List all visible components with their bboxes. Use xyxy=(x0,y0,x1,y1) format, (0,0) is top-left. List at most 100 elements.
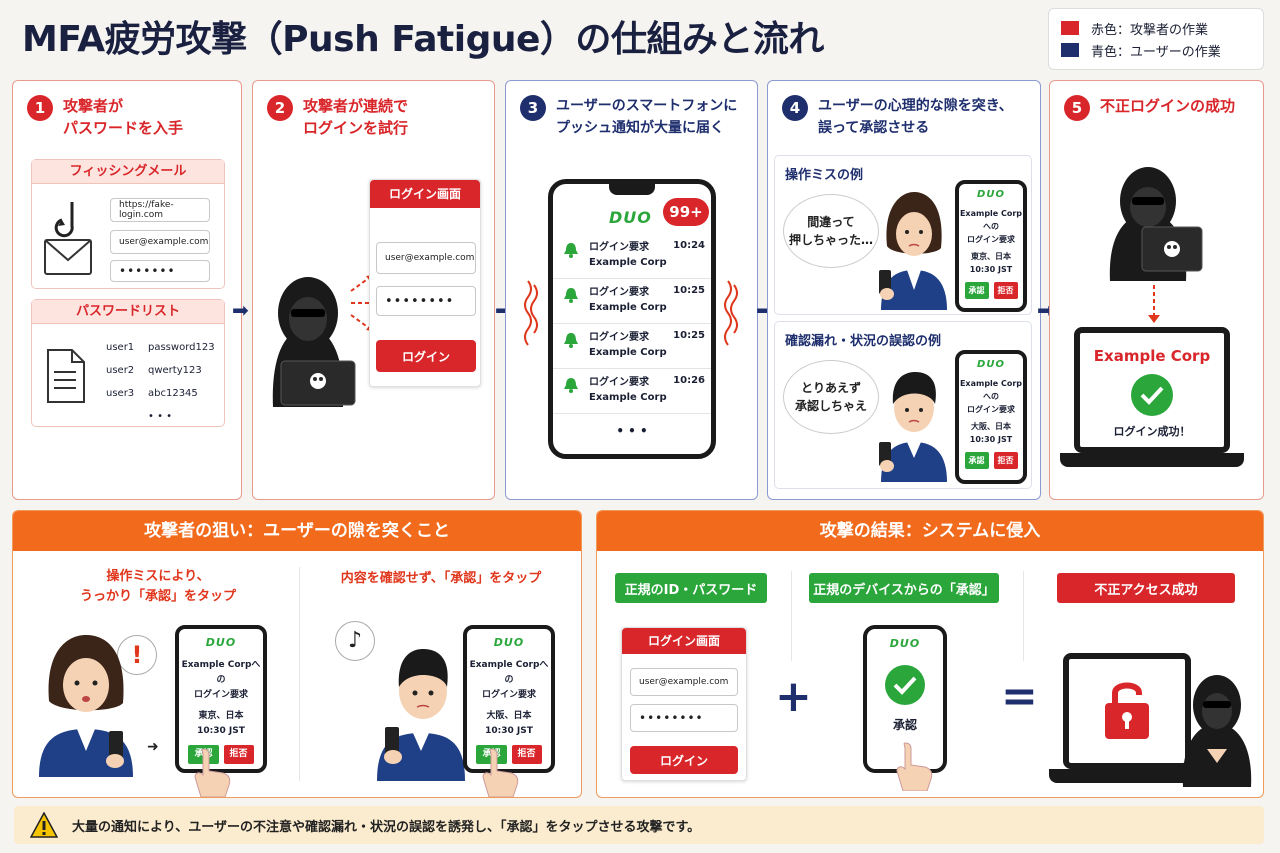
bell-icon xyxy=(564,243,578,258)
legend-item-attacker: 赤色：攻撃者の作業 xyxy=(1061,17,1251,39)
aim-left-caption: 操作ミスにより、 うっかり「承認」をタップ xyxy=(79,569,236,604)
step-title: ユーザーのスマートフォンに プッシュ通知が大量に届く xyxy=(556,98,738,136)
notification-company: Example Corp xyxy=(589,302,667,313)
step-4-panel: 4 ユーザーの心理的な隙を突き、 誤って承認させる 操作ミスの例 間違って 押し… xyxy=(767,80,1041,500)
login-location: 大阪、日本 xyxy=(486,711,532,721)
login-request-text: Example Corpへの ログイン要求 xyxy=(959,379,1023,414)
man-user-icon xyxy=(377,649,465,781)
vibration-left-icon xyxy=(524,280,538,346)
aim-right-caption: 内容を確認せず、「承認」をタップ xyxy=(340,571,542,586)
legend-label: 青色：ユーザーの作業 xyxy=(1091,44,1221,60)
woman-user-icon xyxy=(39,635,133,777)
step-number: 3 xyxy=(520,95,546,121)
step-number: 5 xyxy=(1064,95,1090,121)
login-email-field: user@example.com xyxy=(630,668,738,696)
duo-logo: DUO xyxy=(205,636,237,649)
login-request-text: Example Corpへの ログイン要求 xyxy=(181,660,261,700)
notification-time: 10:24 xyxy=(673,240,705,251)
example-box-oversight: 確認漏れ・状況の誤認の例 とりあえず 承認しちゃえ DUO Example Co… xyxy=(774,321,1032,489)
flow-arrow-icon: ➡ xyxy=(232,298,249,322)
notification-more: • • • xyxy=(616,424,648,438)
music-note-icon: ♪ xyxy=(335,621,375,661)
divider xyxy=(299,567,300,781)
notification-time: 10:26 xyxy=(673,375,705,386)
deny-button[interactable]: 拒否 xyxy=(511,745,542,764)
login-location: 東京、日本 xyxy=(971,252,1011,261)
success-company: Example Corp xyxy=(1093,347,1211,365)
laptop-screen: Example Corp ログイン成功！ xyxy=(1074,327,1230,453)
duo-logo: DUO xyxy=(493,636,525,649)
login-password-field: •••••••• xyxy=(376,286,476,316)
thought-bubble: とりあえず 承認しちゃえ xyxy=(783,360,879,434)
step-title: 攻撃者が パスワードを入手 xyxy=(63,97,184,137)
notification-company: Example Corp xyxy=(589,347,667,358)
step-title: 不正ログインの成功 xyxy=(1100,97,1236,115)
phishing-email-field: user@example.com xyxy=(110,230,210,254)
step-number: 1 xyxy=(27,95,53,121)
deny-button[interactable]: 拒否 xyxy=(993,282,1018,299)
deny-button[interactable]: 拒否 xyxy=(993,452,1018,469)
phishing-title: フィッシングメール xyxy=(32,160,224,184)
hacker-with-laptop-icon xyxy=(1109,167,1203,281)
legend: 赤色：攻撃者の作業 青色：ユーザーの作業 xyxy=(1048,8,1264,70)
bell-icon xyxy=(564,288,578,303)
step-5-panel: 5 不正ログインの成功 Example Corp ログイン成功！ xyxy=(1049,80,1264,500)
notification-title: ログイン要求 xyxy=(589,242,649,253)
deny-button[interactable]: 拒否 xyxy=(223,745,254,764)
divider xyxy=(791,571,792,661)
example-title: 操作ミスの例 xyxy=(785,168,864,183)
approve-button[interactable]: 承認 xyxy=(964,282,989,299)
duo-logo: DUO xyxy=(977,359,1005,370)
phishing-url-field: https://fake-login.com xyxy=(110,198,210,222)
login-time: 10:30 JST xyxy=(969,265,1013,274)
hacker-with-laptop-icon xyxy=(272,277,356,407)
login-screen: ログイン画面 user@example.com •••••••• ログイン xyxy=(369,179,481,387)
password-list-title: パスワードリスト xyxy=(32,300,224,324)
hacker-icon xyxy=(1182,675,1252,787)
laptop-base xyxy=(1049,769,1205,783)
footer-text: 大量の通知により、ユーザーの不注意や確認漏れ・状況の誤認を誘発し、「承認」をタッ… xyxy=(72,819,701,835)
password-row-user: user2 xyxy=(106,365,135,376)
login-location: 大阪、日本 xyxy=(971,422,1011,431)
mini-phone: DUO Example Corpへの ログイン要求 大阪、日本 10:30 JS… xyxy=(955,350,1027,484)
step-number: 4 xyxy=(782,95,808,121)
unlocked-padlock-icon xyxy=(1105,682,1149,739)
password-row: user1 password123 xyxy=(106,336,215,359)
login-location: 東京、日本 xyxy=(198,711,244,721)
approve-label: 承認 xyxy=(892,718,917,732)
bell-icon xyxy=(564,333,578,348)
man-user-icon xyxy=(879,372,947,482)
password-row-user: user3 xyxy=(106,388,135,399)
exclamation-icon: ! xyxy=(117,635,157,675)
mini-phone: DUO Example Corpへの ログイン要求 東京、日本 10:30 JS… xyxy=(175,625,267,773)
duo-logo: DUO xyxy=(609,208,652,227)
legend-swatch-blue xyxy=(1061,43,1079,57)
aim-panel: 攻撃者の狙い：ユーザーの隙を突くこと 操作ミスにより、 うっかり「承認」をタップ… xyxy=(12,510,582,798)
notification-count-badge: 99+ xyxy=(663,198,709,226)
login-button: ログイン xyxy=(376,340,476,372)
result-header: 攻撃の結果：システムに侵入 xyxy=(597,511,1263,551)
password-row-user: user1 xyxy=(106,342,135,353)
arrow-right-icon: ➜ xyxy=(147,739,159,755)
woman-user-icon xyxy=(879,192,947,310)
divider xyxy=(1023,571,1024,661)
equals-icon: = xyxy=(1001,671,1038,722)
step-3-panel: 3 ユーザーのスマートフォンに プッシュ通知が大量に届く DUO 99+ ログイ… xyxy=(505,80,758,500)
notification-title: ログイン要求 xyxy=(589,377,649,388)
login-time: 10:30 JST xyxy=(969,435,1013,444)
step-1-panel: 1 攻撃者が パスワードを入手 フィッシングメール https://fake-l… xyxy=(12,80,242,500)
tag-unauthorized-access: 不正アクセス成功 xyxy=(1057,573,1235,603)
legend-swatch-red xyxy=(1061,21,1079,35)
approve-button[interactable]: 承認 xyxy=(964,452,989,469)
login-email-field: user@example.com xyxy=(376,242,476,274)
password-row-pass: password123 xyxy=(148,342,215,353)
check-circle-icon xyxy=(1131,374,1173,416)
